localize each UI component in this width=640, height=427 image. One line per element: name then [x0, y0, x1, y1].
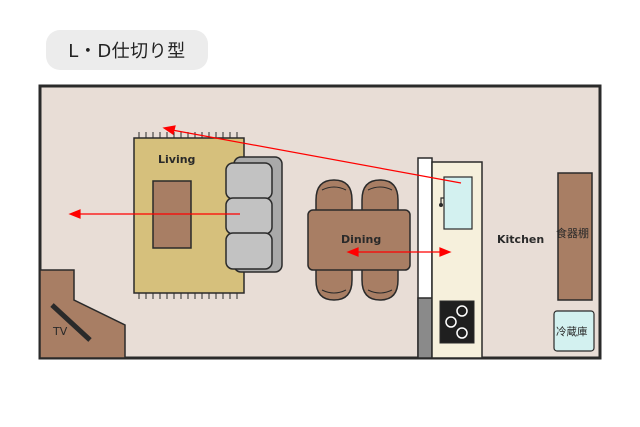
tv-label: TV	[52, 325, 68, 338]
movement-arrows	[68, 125, 462, 257]
cupboard	[557, 172, 593, 301]
fridge	[553, 310, 595, 352]
dining-chairs	[315, 179, 399, 301]
plan-title: L・D仕切り型	[46, 30, 208, 70]
arrow-kitchen-to-living-rug	[171, 129, 462, 184]
fridge-label: 冷蔵庫	[556, 325, 588, 338]
cupboard-label: 食器棚	[556, 226, 589, 240]
tv-stand	[39, 269, 126, 359]
stove	[439, 300, 475, 344]
dining-table	[307, 209, 411, 271]
kitchen-label: Kitchen	[497, 233, 544, 246]
sofa	[225, 156, 283, 273]
partition-wall	[417, 157, 433, 359]
dining-label: Dining	[341, 233, 381, 246]
living-label: Living	[158, 153, 195, 166]
